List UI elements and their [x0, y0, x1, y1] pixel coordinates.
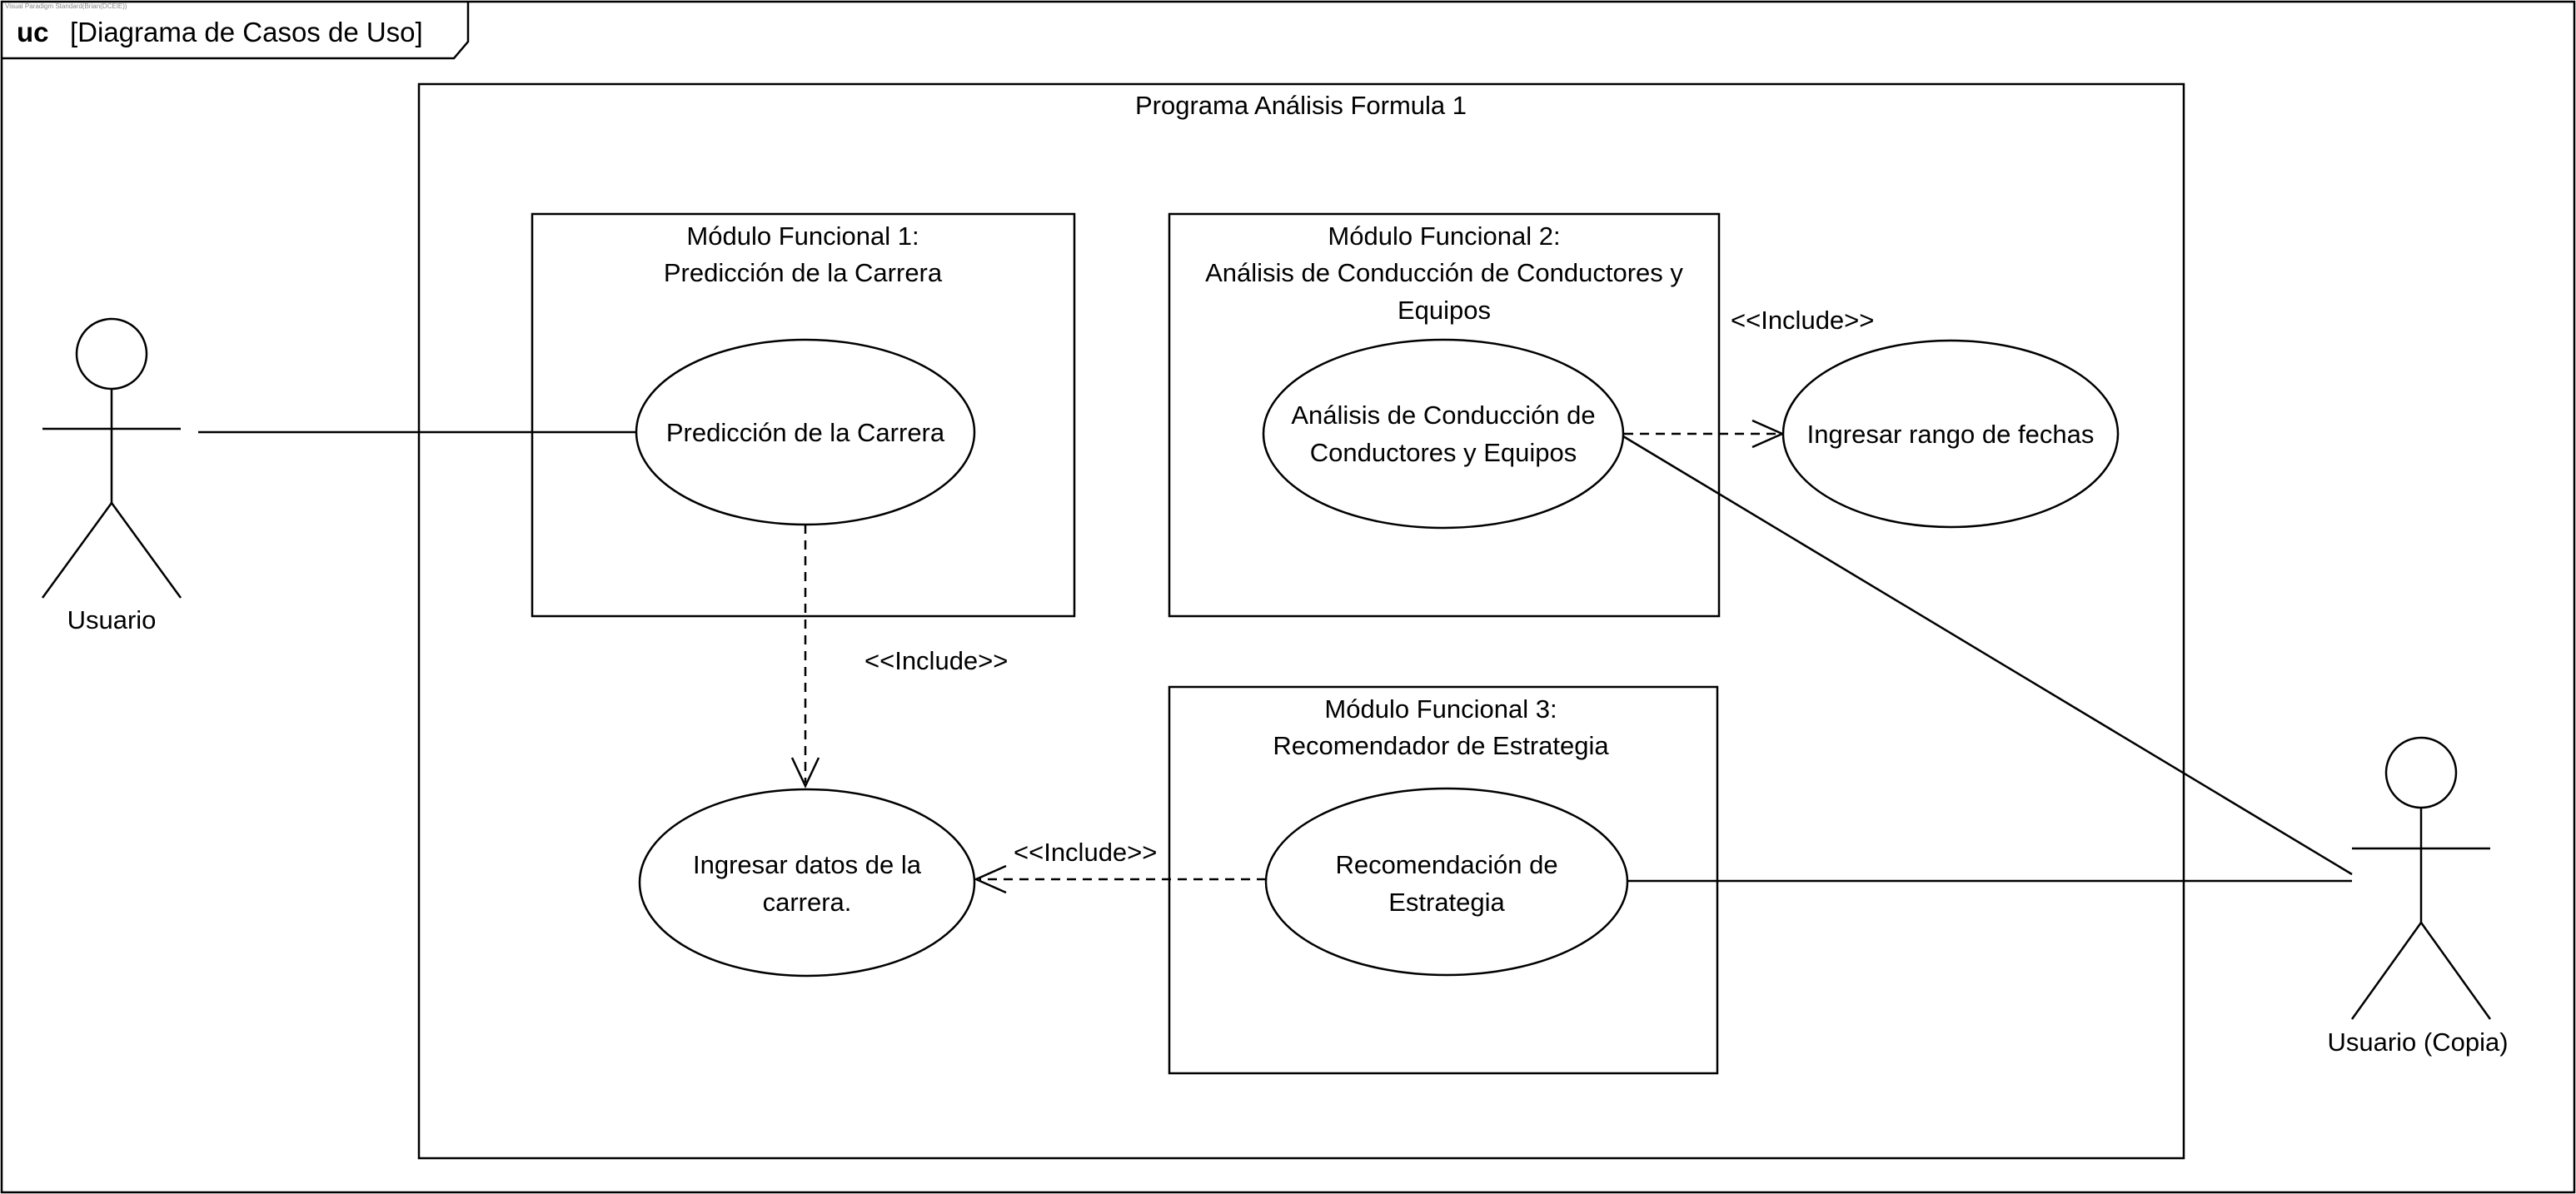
module-2-line2: Análisis de Conducción de Conductores y: [1205, 258, 1683, 287]
module-2-line1: Módulo Funcional 2:: [1328, 221, 1560, 251]
use-case-fechas[interactable]: Ingresar rango de fechas: [1781, 339, 2120, 529]
use-case-prediccion-label: Predicción de la Carrera: [666, 418, 945, 447]
module-3-line1: Módulo Funcional 3:: [1324, 694, 1557, 724]
use-case-estrategia-line1: Recomendación de: [1335, 850, 1557, 879]
module-3-line2: Recomendador de Estrategia: [1273, 731, 1609, 760]
actor-usuario-icon: [41, 317, 182, 599]
include-prediccion-datos-arrowhead: [790, 757, 820, 789]
use-case-analisis-line1: Análisis de Conducción de: [1291, 400, 1595, 430]
use-case-analisis[interactable]: Análisis de Conducción de Conductores y …: [1262, 338, 1625, 530]
include-estrategia-datos-label: <<Include>>: [1014, 838, 1157, 867]
frame-title: [Diagrama de Casos de Uso]: [70, 17, 423, 47]
use-case-prediccion[interactable]: Predicción de la Carrera: [635, 338, 976, 526]
use-case-datos-line2: carrera.: [763, 888, 852, 917]
actor-usuario-copia[interactable]: Usuario (Copia): [2327, 736, 2509, 1057]
module-2-line3: Equipos: [1398, 296, 1491, 325]
module-2-box[interactable]: Módulo Funcional 2: Análisis de Conducci…: [1168, 212, 1721, 618]
module-1-line1: Módulo Funcional 1:: [686, 221, 919, 251]
module-1-line2: Predicción de la Carrera: [664, 258, 943, 287]
actor-usuario-label: Usuario: [67, 605, 157, 634]
use-case-fechas-label: Ingresar rango de fechas: [1807, 420, 2095, 449]
association-analisis-usuario-copia[interactable]: [1622, 435, 2353, 876]
actor-usuario-copia-icon: [2350, 736, 2492, 1020]
frame-tab: [2, 2, 470, 60]
use-case-datos-line1: Ingresar datos de la: [693, 850, 922, 879]
include-prediccion-datos-label: <<Include>>: [864, 646, 1008, 675]
use-case-analisis-line2: Conductores y Equipos: [1310, 438, 1577, 467]
system-title: Programa Análisis Formula 1: [1135, 91, 1467, 120]
use-case-estrategia-line2: Estrategia: [1388, 888, 1505, 917]
use-case-estrategia[interactable]: Recomendación de Estrategia: [1264, 787, 1629, 977]
actor-usuario[interactable]: Usuario: [41, 317, 182, 634]
watermark-text: Visual Paradigm Standard(Brian(DCEIE)): [5, 2, 127, 10]
actor-usuario-copia-label: Usuario (Copia): [2327, 1027, 2508, 1057]
use-case-datos[interactable]: Ingresar datos de la carrera.: [638, 788, 976, 978]
include-estrategia-datos-arrowhead: [973, 864, 1007, 894]
frame-keyword: uc: [17, 17, 49, 47]
include-analisis-fechas-label: <<Include>>: [1731, 306, 1874, 335]
module-1-box[interactable]: Módulo Funcional 1: Predicción de la Car…: [531, 212, 1076, 618]
